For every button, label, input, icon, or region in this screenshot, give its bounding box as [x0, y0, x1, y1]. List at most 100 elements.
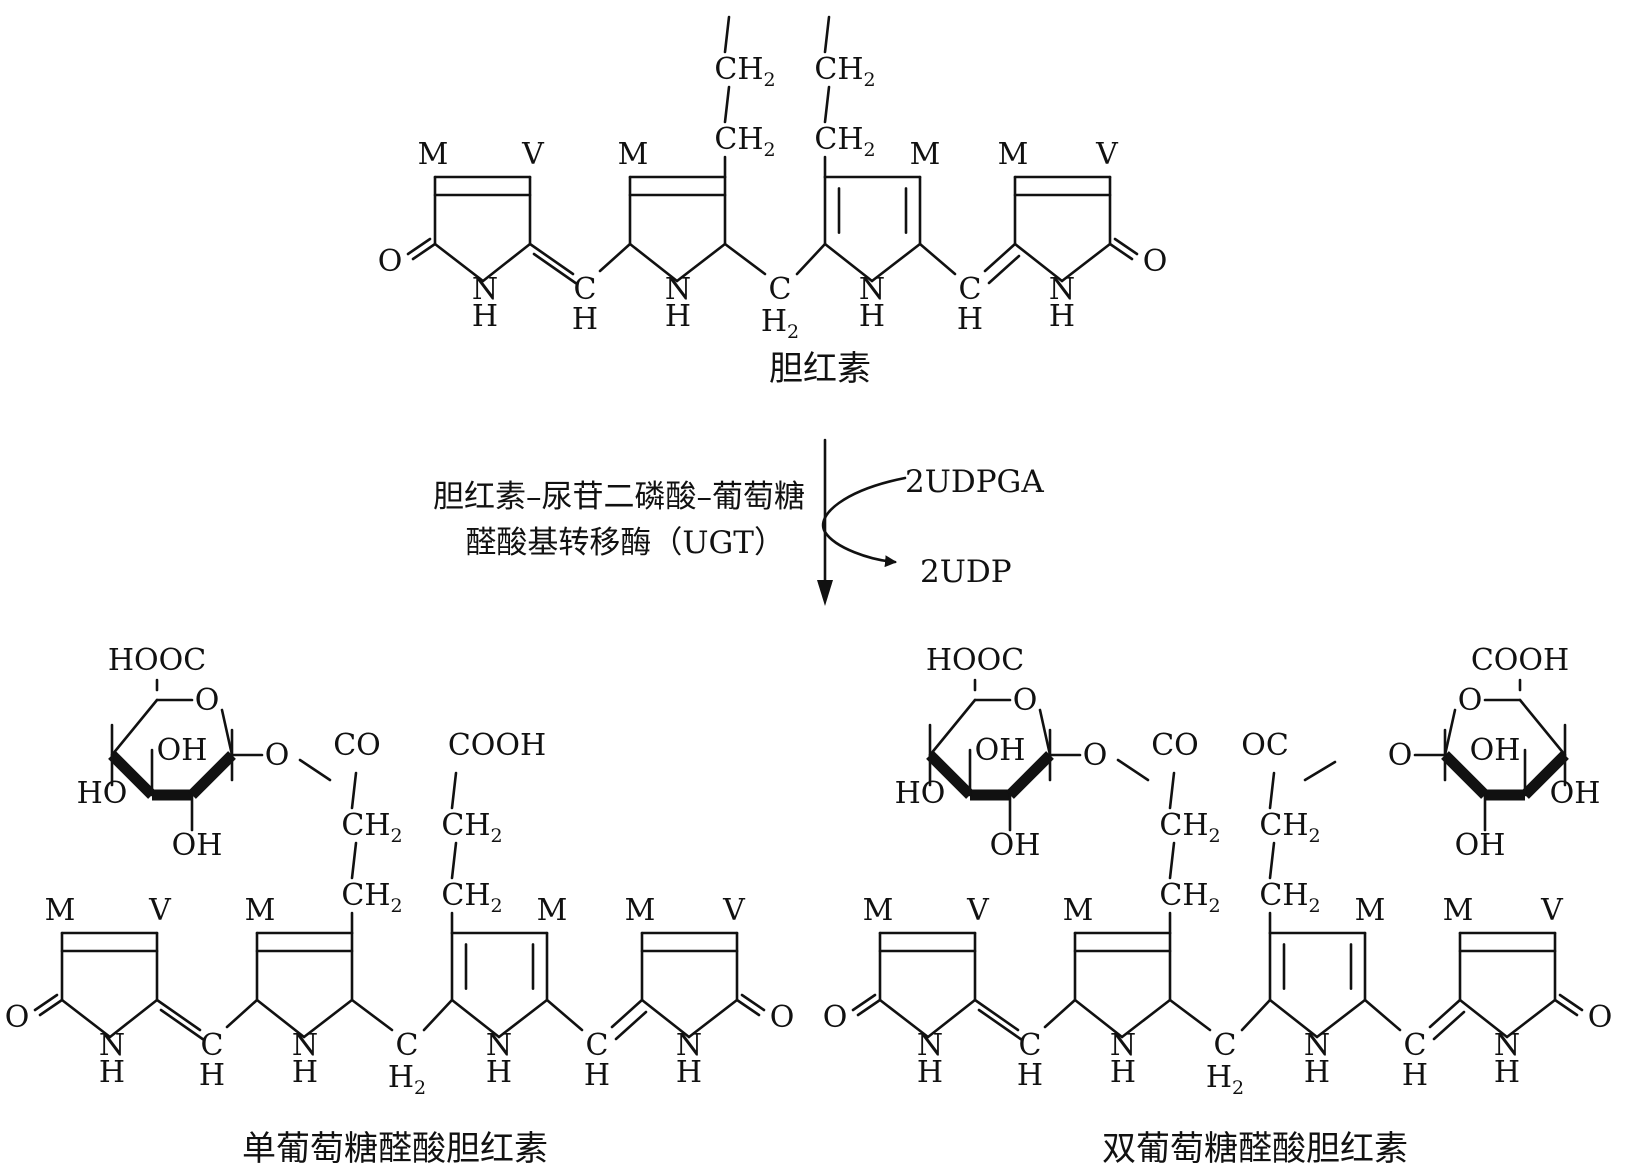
- label-part: OH: [1470, 733, 1521, 768]
- label-part: O: [5, 1000, 30, 1035]
- diglucuronide-caption: 双葡萄糖醛酸胆红素: [1102, 1129, 1408, 1169]
- pyrrole-nitrogen: N: [99, 1028, 125, 1063]
- label-part: O: [1588, 1000, 1613, 1035]
- bond-line: [823, 85, 831, 124]
- label-part: H: [676, 1055, 702, 1090]
- vinyl-group: V: [966, 893, 990, 928]
- label-part: N: [1304, 1028, 1330, 1063]
- label-part: O: [265, 738, 290, 773]
- subscript: 2: [391, 895, 403, 917]
- ester-carbonyl: CO: [1151, 728, 1199, 763]
- vinyl-group: V: [521, 137, 545, 172]
- methyl-group: M: [1063, 893, 1094, 928]
- bond-line: [675, 242, 727, 283]
- bond-line: [598, 242, 632, 273]
- bond-line: [723, 242, 767, 276]
- bond-line: [1038, 708, 1052, 757]
- glycosidic-oxygen: O: [1083, 738, 1108, 773]
- methyl-group: M: [1443, 893, 1474, 928]
- label-part: H: [761, 304, 787, 339]
- vinyl-group: V: [1540, 893, 1564, 928]
- methyl-group: M: [998, 137, 1029, 172]
- label-part: H: [388, 1060, 414, 1095]
- methine-hydrogen: H: [584, 1058, 610, 1093]
- methine-carbon: C: [201, 1028, 224, 1063]
- methyl-group: M: [863, 893, 894, 928]
- label-part: N: [99, 1028, 125, 1063]
- double-bond-line: [1432, 1010, 1466, 1041]
- bond-line: [1428, 998, 1462, 1029]
- methine-hydrogen: H: [572, 302, 598, 337]
- label-part: M: [245, 893, 276, 928]
- bold-bond-line: [926, 751, 974, 799]
- label-part: C: [959, 272, 982, 307]
- label-part: N: [859, 272, 885, 307]
- label-part: H: [99, 1055, 125, 1090]
- methylene-group: CH2: [341, 878, 402, 917]
- nh-hydrogen: H: [486, 1055, 512, 1090]
- methine-carbon: C: [574, 272, 597, 307]
- label-part: C: [769, 272, 792, 307]
- methine-hydrogen: H: [1017, 1058, 1043, 1093]
- ring-oxygen: O: [1458, 683, 1483, 718]
- bold-bond-line: [108, 751, 156, 799]
- bond-line: [411, 242, 437, 261]
- nh-hydrogen: H: [917, 1055, 943, 1090]
- subscript: 2: [491, 825, 503, 847]
- methyl-group: M: [625, 893, 656, 928]
- label-part: H: [199, 1058, 225, 1093]
- label-part: C: [586, 1028, 609, 1063]
- bond-line: [870, 242, 922, 283]
- reaction-arrow: [817, 438, 907, 606]
- glycosidic-oxygen: O: [1388, 738, 1413, 773]
- methylene-carbon: C: [396, 1028, 419, 1063]
- label-part: CH: [814, 52, 863, 87]
- bond-line: [973, 998, 1020, 1032]
- label-part: M: [537, 893, 568, 928]
- bond-line: [220, 708, 234, 757]
- pyrrole-nitrogen: N: [1304, 1028, 1330, 1063]
- bond-line: [33, 993, 59, 1012]
- label-part: H: [957, 302, 983, 337]
- cosubstrate-label: 2UDPGA: [905, 464, 1044, 500]
- label-part: HO: [77, 776, 128, 811]
- nh-hydrogen: H: [99, 1055, 125, 1090]
- methylene-carbon: C: [769, 272, 792, 307]
- label-part: O: [770, 1000, 795, 1035]
- hydroxyl-group: OH: [1470, 733, 1521, 768]
- methylene-group: CH2: [441, 808, 502, 847]
- label-part: HOOC: [108, 643, 206, 678]
- label-part: N: [486, 1028, 512, 1063]
- label-part: O: [1388, 738, 1413, 773]
- bond-line: [856, 998, 882, 1017]
- bond-line: [640, 998, 691, 1039]
- label-part: HOOC: [671, 0, 769, 7]
- label-part: CH: [341, 878, 390, 913]
- bond-line: [1073, 998, 1124, 1039]
- bond-line: [610, 998, 644, 1029]
- carboxyl-group: HOOC: [108, 643, 206, 678]
- label-part: M: [1063, 893, 1094, 928]
- carbonyl-oxygen: O: [770, 1000, 795, 1035]
- label-part: M: [910, 137, 941, 172]
- methine-carbon: C: [1404, 1028, 1427, 1063]
- bond-line: [735, 998, 761, 1017]
- bond-line: [1518, 698, 1567, 757]
- pyrrole-nitrogen: N: [486, 1028, 512, 1063]
- methine-carbon: C: [1019, 1028, 1042, 1063]
- label-part: C: [574, 272, 597, 307]
- label-part: O: [1458, 683, 1483, 718]
- carboxyl-group: COOH: [448, 728, 546, 763]
- label-part: N: [917, 1028, 943, 1063]
- carboxyl-group: HOOC: [926, 643, 1024, 678]
- label-part: O: [823, 1000, 848, 1035]
- bond-line: [350, 841, 358, 880]
- label-part: CO: [333, 728, 381, 763]
- byproduct-label: 2UDP: [920, 554, 1012, 590]
- bond-line: [422, 998, 454, 1032]
- label-part: H: [472, 299, 498, 334]
- label-part: N: [1494, 1028, 1520, 1063]
- label-part: N: [292, 1028, 318, 1063]
- label-part: COOH: [1471, 643, 1569, 678]
